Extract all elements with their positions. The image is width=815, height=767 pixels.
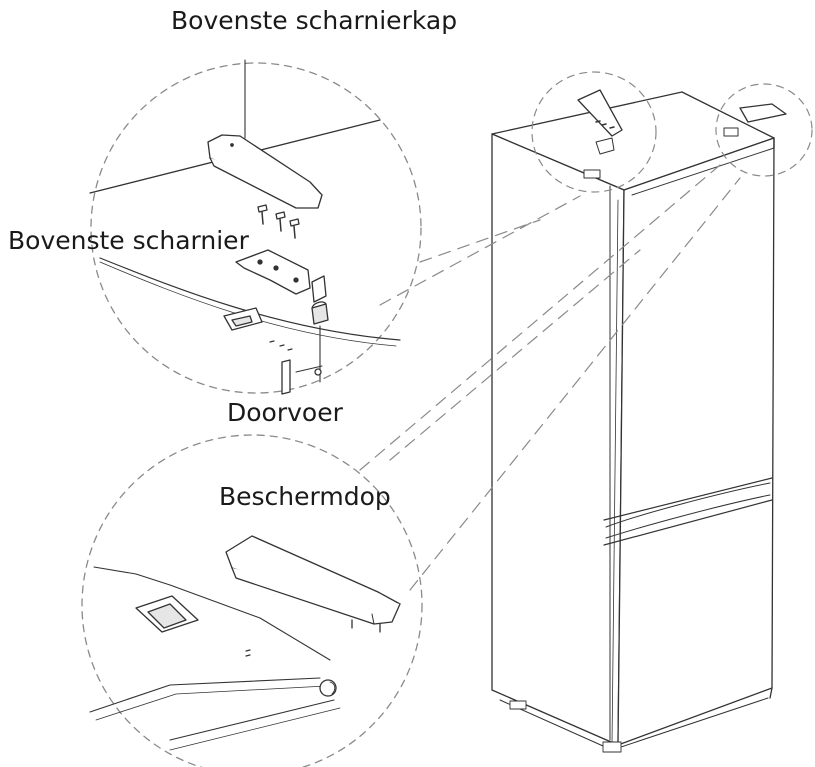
leader-lines-cover — [359, 164, 741, 591]
hinge-detail — [89, 59, 401, 395]
label-cover-cap: Beschermdop — [219, 482, 391, 511]
label-top-hinge: Bovenste scharnier — [8, 226, 249, 255]
detail-circle-cover — [81, 434, 423, 767]
cover-detail — [89, 535, 401, 751]
hinge-cap-icon — [207, 134, 323, 209]
cover-cap-icon — [225, 535, 401, 633]
detail-circle-hinge — [90, 62, 422, 394]
leader-lines-hinge — [379, 195, 641, 461]
fridge-freezer-icon — [491, 89, 787, 753]
screw-icon — [257, 204, 300, 239]
label-bushing: Doorvoer — [227, 398, 343, 427]
label-top-hinge-cap: Bovenste scharnierkap — [171, 6, 458, 35]
callout-circles-small — [531, 71, 813, 193]
hinge-plate-icon — [235, 249, 327, 303]
